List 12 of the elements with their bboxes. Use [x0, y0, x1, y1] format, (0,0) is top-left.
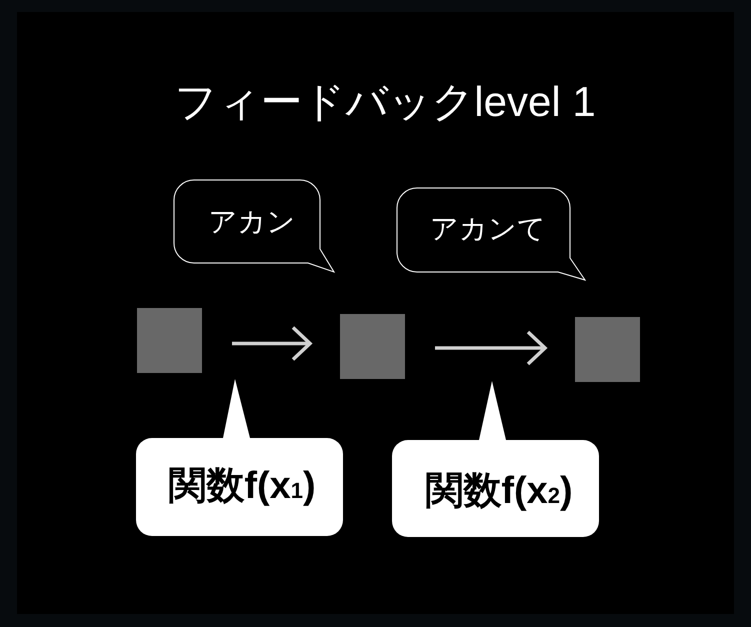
- speech-bubble: [396, 187, 586, 282]
- bubble-text: アカンて: [430, 212, 546, 246]
- bubble-text: アカン: [208, 206, 296, 238]
- arrow: [435, 330, 547, 366]
- square-block: [575, 317, 640, 382]
- square-block: [137, 308, 202, 373]
- speech-bubble: [173, 179, 336, 274]
- arrow: [232, 326, 312, 362]
- callout-box: [392, 381, 599, 537]
- title: フィードバックlevel 1: [174, 77, 596, 127]
- callout-box: [136, 379, 343, 536]
- square-block: [340, 314, 405, 379]
